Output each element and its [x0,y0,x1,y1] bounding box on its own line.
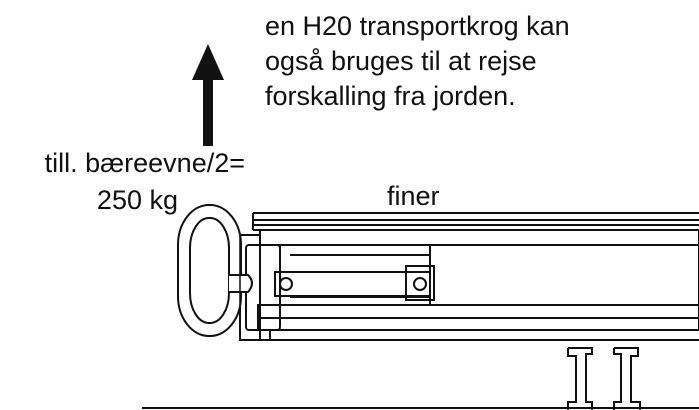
annotation-note: en H20 transportkrog kan også bruges til… [265,10,570,115]
load-capacity-line-2: 250 kg [96,185,178,215]
arrow-up-icon [192,44,224,146]
beam-web [257,229,699,341]
annotation-line-2: også bruges til at rejse [265,46,537,76]
load-capacity-label: till. bæreevne/2= 250 kg [10,147,245,221]
load-capacity-line-1: till. bæreevne/2= [44,148,245,178]
support-clamps [142,347,699,410]
plywood-label: finer [387,181,440,211]
hook-bar [274,265,435,301]
beam-top-flange [252,212,699,231]
transport-hook-icon [177,204,253,337]
annotation-line-1: en H20 transportkrog kan [265,11,570,41]
annotation-line-3: forskalling fra jorden. [265,81,516,111]
